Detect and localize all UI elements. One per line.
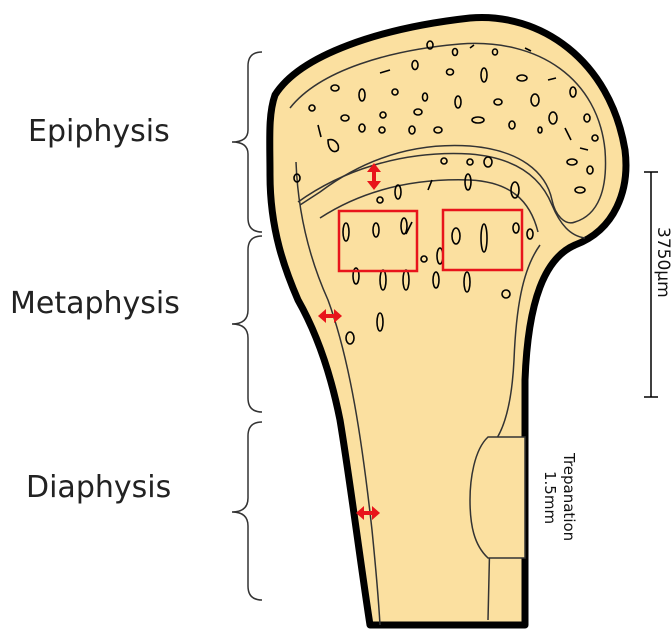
bracket-epiphysis bbox=[232, 52, 262, 232]
diaphysis-label: Diaphysis bbox=[26, 470, 171, 505]
scale-bar-label: 3750µm bbox=[653, 227, 672, 298]
trepanation-size-label: 1.5mm bbox=[541, 471, 559, 524]
metaphysis-label: Metaphysis bbox=[10, 286, 180, 321]
bracket-metaphysis bbox=[232, 236, 262, 412]
epiphysis-label: Epiphysis bbox=[28, 114, 170, 149]
trepanation-window bbox=[470, 437, 525, 558]
trepanation-label: Trepanation bbox=[560, 452, 578, 541]
bracket-diaphysis bbox=[232, 422, 262, 600]
